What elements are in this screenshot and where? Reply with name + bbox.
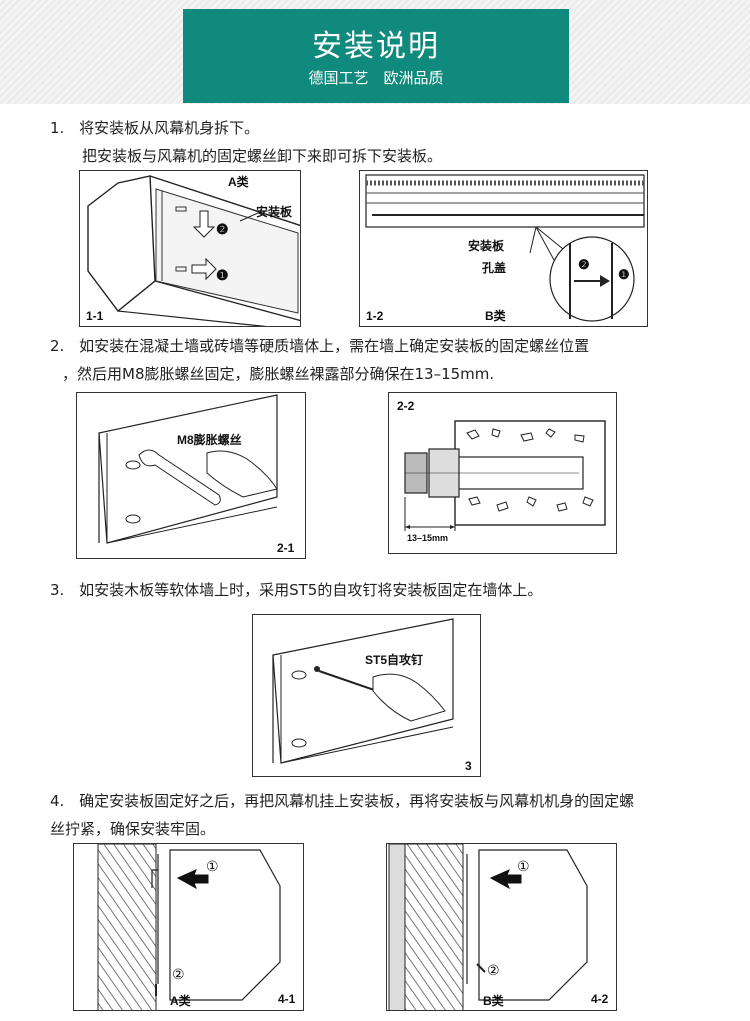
step-marker-2: ② — [172, 966, 185, 982]
figure-1-2: 安装板 孔盖 ❷ ❶ B类 1-2 — [359, 170, 648, 327]
step-marker-1: ❶ — [216, 267, 229, 283]
dimension-label: 13–15mm — [407, 533, 449, 543]
figure-id: 2-2 — [397, 399, 415, 413]
figure-4-2-drawing — [388, 844, 588, 1010]
step-marker-2: ❷ — [216, 221, 229, 237]
figure-2-2: 2-2 13–15mm — [388, 392, 617, 554]
step-number: 4. — [50, 792, 65, 810]
step-1-title: 1. 将安装板从风幕机身拆下。 — [50, 118, 259, 138]
figure-type-label: A类 — [170, 994, 191, 1008]
part-label: 安装板 — [256, 205, 293, 219]
step-text: 确定安装板固定好之后，再把风幕机挂上安装板，再将安装板与风幕机机身的固定螺 — [79, 792, 635, 810]
step-number: 3. — [50, 581, 65, 599]
page-subtitle: 德国工艺 欧洲品质 — [308, 69, 444, 87]
step-2-detail: ，然后用M8膨胀螺丝固定，膨胀螺丝裸露部分确保在13–15mm. — [62, 365, 495, 383]
step-4-detail: 丝拧紧，确保安装牢固。 — [50, 820, 216, 838]
part-label: M8膨胀螺丝 — [177, 433, 242, 447]
step-marker-1: ① — [517, 858, 530, 874]
figure-type-label: B类 — [485, 309, 506, 323]
figure-id: 1-2 — [366, 309, 384, 323]
step-4-title: 4. 确定安装板固定好之后，再把风幕机挂上安装板，再将安装板与风幕机机身的固定螺 — [50, 791, 634, 811]
step-number: 2. — [50, 337, 65, 355]
figure-4-1: ① ② A类 4-1 — [73, 843, 304, 1011]
step-2-title: 2. 如安装在混凝土墙或砖墙等硬质墙体上，需在墙上确定安装板的固定螺丝位置 — [50, 336, 589, 356]
figure-3: ST5自攻钉 3 — [252, 614, 481, 777]
step-text: 如安装在混凝土墙或砖墙等硬质墙体上，需在墙上确定安装板的固定螺丝位置 — [79, 337, 590, 355]
figure-4-2: ① ② B类 4-2 — [386, 843, 617, 1011]
step-marker-2: ❷ — [578, 257, 590, 272]
figure-2-1: M8膨胀螺丝 2-1 — [76, 392, 306, 559]
step-number: 1. — [50, 119, 65, 137]
hole-cover-label: 孔盖 — [482, 261, 507, 275]
page-title: 安装说明 — [312, 29, 440, 64]
step-3-title: 3. 如安装木板等软体墙上时，采用ST5的自攻钉将安装板固定在墙体上。 — [50, 580, 542, 600]
step-marker-1: ❶ — [618, 267, 630, 282]
figure-id: 1-1 — [86, 309, 104, 323]
step-1-detail: 把安装板与风幕机的固定螺丝卸下来即可拆下安装板。 — [82, 147, 443, 165]
part-label: ST5自攻钉 — [365, 653, 424, 667]
figure-2-2-drawing — [404, 420, 606, 531]
step-marker-2: ② — [487, 962, 500, 978]
figure-1-1: A类 安装板 ❷ ❶ 1-1 — [79, 170, 301, 327]
step-text: 将安装板从风幕机身拆下。 — [79, 119, 260, 137]
figure-id: 4-2 — [591, 992, 609, 1006]
part-label: 安装板 — [468, 239, 505, 253]
figure-type-label: B类 — [483, 994, 504, 1008]
figure-2-1-drawing — [98, 394, 278, 544]
step-marker-1: ① — [206, 858, 219, 874]
header-banner: 安装说明 德国工艺 欧洲品质 — [183, 9, 569, 103]
step-text: 如安装木板等软体墙上时，采用ST5的自攻钉将安装板固定在墙体上。 — [79, 581, 543, 599]
figure-1-2-drawing — [365, 174, 645, 322]
figure-1-1-drawing — [87, 175, 300, 326]
figure-3-drawing — [272, 618, 454, 764]
figure-4-1-drawing — [97, 844, 281, 1010]
figure-id: 3 — [465, 759, 472, 773]
figure-type-label: A类 — [228, 175, 249, 189]
figure-id: 2-1 — [277, 541, 295, 555]
figure-id: 4-1 — [278, 992, 296, 1006]
